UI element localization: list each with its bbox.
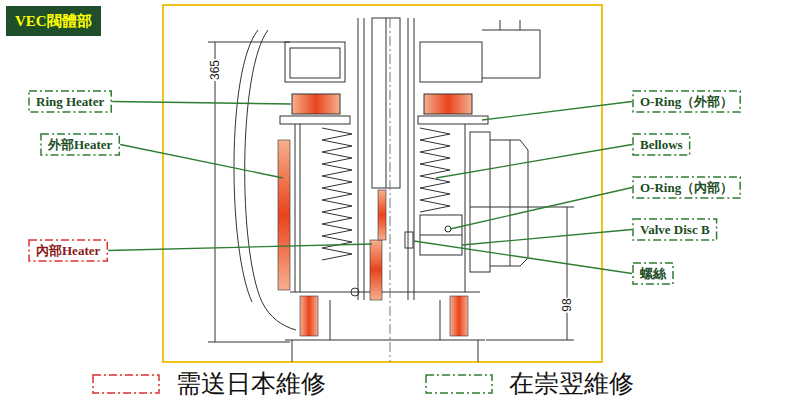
part-label: Valve Disc B (632, 218, 718, 241)
part-label: Ring Heater (28, 90, 112, 113)
legend-text: 需送日本維修 (176, 369, 326, 399)
label-text: 螺絲 (640, 266, 666, 281)
label-text: Ring Heater (36, 94, 104, 109)
label-text: O-Ring（外部） (640, 94, 733, 109)
legend-sample (92, 373, 162, 395)
legend-entry: 在崇翌維修 (425, 369, 634, 399)
title-badge: VEC閥體部 (6, 6, 101, 36)
leader-line (436, 145, 632, 179)
leader-line (108, 244, 372, 251)
part-label: 外部Heater (40, 133, 120, 156)
legend-entry: 需送日本維修 (92, 369, 326, 399)
leader-line (482, 102, 632, 121)
leader-line (462, 230, 632, 246)
label-text: 內部Heater (36, 243, 100, 258)
dimension-label: 98 (560, 297, 574, 312)
label-text: 外部Heater (48, 137, 112, 152)
leader-line (450, 188, 632, 230)
part-label: Bellows (632, 133, 691, 156)
part-label: O-Ring（內部） (632, 176, 741, 199)
leader-lines (108, 102, 632, 274)
part-label: 螺絲 (632, 262, 674, 285)
label-text: Bellows (640, 137, 683, 152)
leader-line (120, 145, 283, 179)
frame (163, 5, 602, 362)
label-text: O-Ring（內部） (640, 180, 733, 195)
drawing-lines (208, 18, 574, 362)
legend-sample (425, 373, 495, 395)
heaters (278, 94, 472, 336)
leader-line (112, 102, 291, 105)
part-label: O-Ring（外部） (632, 90, 741, 113)
leader-line (414, 241, 632, 274)
part-label: 內部Heater (28, 239, 108, 262)
legend-text: 在崇翌維修 (509, 369, 634, 399)
label-text: Valve Disc B (640, 222, 710, 237)
dimension-label: 365 (208, 59, 222, 81)
